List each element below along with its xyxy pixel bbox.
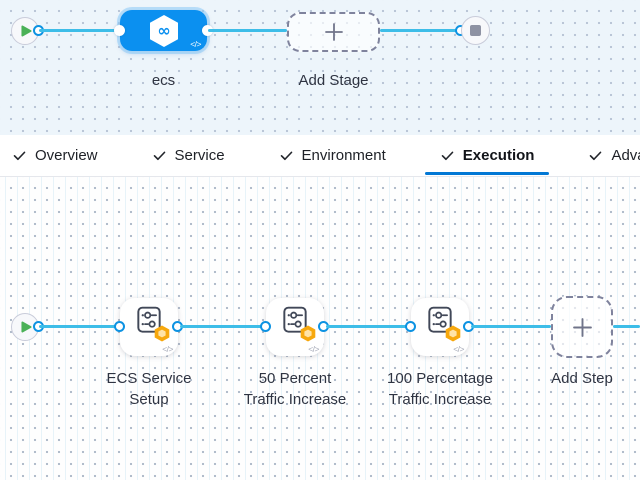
- step-node-ecs-service-setup[interactable]: </>: [120, 298, 178, 356]
- plus-icon: [324, 23, 343, 41]
- orange-hexagon-badge: [300, 325, 316, 342]
- tab-overview[interactable]: Overview: [0, 135, 113, 176]
- connector-line: [39, 29, 122, 32]
- connector-line: [208, 29, 287, 32]
- step-label: 50 Percent Traffic Increase: [215, 368, 375, 410]
- step-label-line1: 100 Percentage: [387, 370, 493, 387]
- add-step-label: Add Step: [551, 370, 613, 387]
- play-icon: [20, 321, 32, 333]
- tab-advanced[interactable]: Advanced: [573, 135, 640, 176]
- check-icon: [153, 151, 165, 161]
- check-icon: [13, 151, 26, 161]
- code-template-icon: </>: [190, 39, 201, 49]
- connector-port: [114, 321, 125, 332]
- execution-graph-canvas[interactable]: </> </>: [0, 177, 640, 480]
- connector-line: [613, 325, 640, 328]
- orange-hexagon-badge: [445, 325, 461, 342]
- stage-label: ecs: [151, 72, 176, 89]
- svg-text:∞: ∞: [157, 21, 170, 40]
- connector-line: [39, 325, 122, 328]
- tab-environment[interactable]: Environment: [264, 135, 401, 176]
- connector-line: [326, 325, 411, 328]
- tab-label: Overview: [35, 147, 98, 164]
- tab-execution[interactable]: Execution: [424, 135, 550, 176]
- code-template-icon: </>: [162, 344, 173, 354]
- step-label-line1: ECS Service: [106, 370, 192, 387]
- tab-label: Execution: [462, 147, 535, 164]
- stage-config-tabs: Overview Service Environment Execution: [0, 135, 640, 177]
- add-step-button[interactable]: [551, 296, 613, 358]
- tab-label: Service: [174, 147, 225, 164]
- pipeline-end-node[interactable]: [461, 16, 490, 45]
- step-label: 100 Percentage Traffic Increase: [360, 368, 520, 410]
- check-icon: [590, 151, 602, 161]
- harness-hexagon-icon: ∞: [149, 14, 178, 47]
- connector-port: [114, 25, 125, 36]
- add-stage-button[interactable]: [287, 12, 380, 52]
- check-icon: [280, 151, 292, 161]
- connector-port: [260, 321, 271, 332]
- step-config-icon: [428, 306, 452, 333]
- step-config-icon: [137, 306, 161, 333]
- connector-line: [380, 29, 456, 32]
- step-config-icon: [283, 306, 307, 333]
- step-label-line2: Traffic Increase: [388, 391, 492, 408]
- code-template-icon: </>: [453, 344, 464, 354]
- step-node-100-percentage-traffic-increase[interactable]: </>: [411, 298, 469, 356]
- step-label-line2: Setup: [129, 391, 169, 408]
- check-icon: [441, 151, 454, 161]
- tab-label: Advanced: [611, 147, 640, 164]
- code-template-icon: </>: [308, 344, 319, 354]
- connector-line: [471, 325, 551, 328]
- stop-icon: [470, 25, 481, 36]
- step-node-50-percent-traffic-increase[interactable]: </>: [266, 298, 324, 356]
- add-stage-label: Add Stage: [298, 72, 369, 89]
- step-label-line1: 50 Percent: [258, 370, 332, 387]
- connector-line: [180, 325, 266, 328]
- step-label-line2: Traffic Increase: [243, 391, 347, 408]
- play-icon: [20, 25, 32, 37]
- connector-port: [405, 321, 416, 332]
- tab-label: Environment: [301, 147, 386, 164]
- active-tab-underline: [424, 172, 550, 175]
- step-label: ECS Service Setup: [69, 368, 229, 410]
- stage-graph-canvas[interactable]: ∞ </> ecs Add Stage: [0, 0, 640, 135]
- stage-node-ecs[interactable]: ∞ </>: [120, 10, 207, 51]
- orange-hexagon-badge: [154, 325, 170, 342]
- plus-icon: [572, 317, 592, 337]
- tab-service[interactable]: Service: [137, 135, 240, 176]
